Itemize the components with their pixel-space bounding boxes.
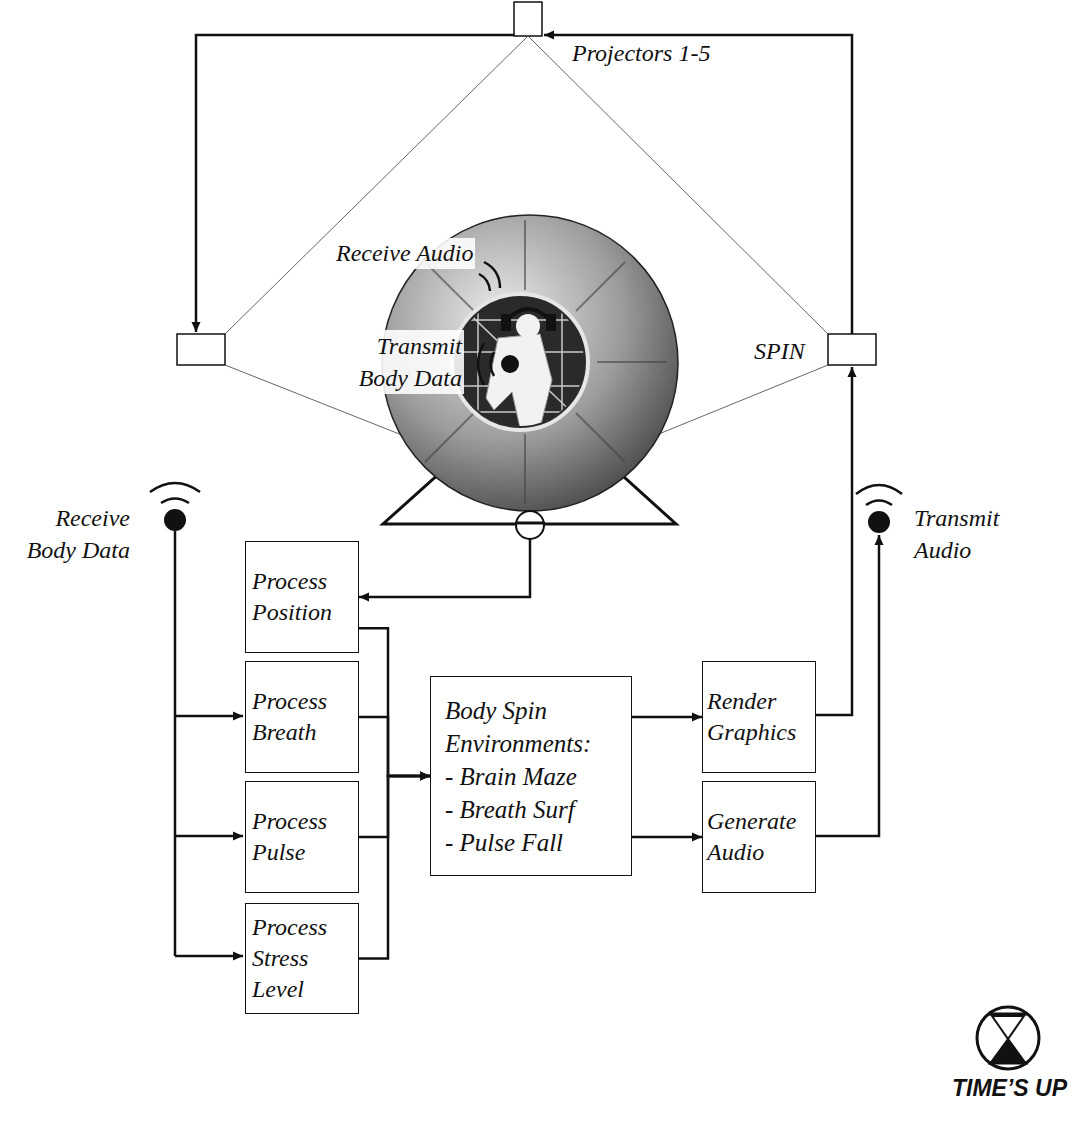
hourglass-bottom — [992, 1039, 1024, 1061]
receiver-dot — [164, 509, 186, 531]
headphone-cup — [501, 314, 511, 331]
logo-text: TIME’S UP — [952, 1074, 1067, 1102]
panel-rib — [524, 220, 526, 290]
panel-rib — [576, 413, 625, 462]
transmitter-dot — [868, 511, 890, 533]
diagram-label: Projectors 1-5 — [570, 38, 712, 69]
receive-wave — [479, 274, 490, 291]
flow-connector — [632, 716, 702, 719]
sensor-bar — [515, 522, 545, 525]
body-data-trunk — [174, 531, 177, 956]
diagram-label: Transmit Body Data — [342, 330, 464, 394]
diagram-label: Transmit Audio — [914, 502, 1032, 566]
headphone-cup — [546, 314, 556, 331]
receive-wave — [161, 499, 189, 504]
diagram-label: SPIN — [752, 336, 807, 367]
headphones — [505, 309, 552, 322]
flow-connector — [359, 776, 430, 959]
body-data-wire — [175, 955, 243, 958]
environment-box: Body Spin Environments:- Brain Maze- Bre… — [430, 676, 632, 876]
output-box: Render Graphics — [702, 661, 816, 773]
flow-connector — [632, 836, 702, 839]
logo-ring — [977, 1007, 1039, 1069]
box-text: - Breath Surf — [445, 793, 575, 826]
process-box: Process Pulse — [245, 781, 359, 893]
position-sensor — [516, 511, 544, 539]
box-text: Body Spin Environments: — [445, 694, 628, 760]
projector-box — [177, 334, 225, 365]
flow-connector — [359, 776, 430, 837]
box-text: Render Graphics — [707, 686, 812, 748]
rider-head — [516, 314, 540, 338]
panel-rib — [597, 361, 667, 363]
projector-wire — [196, 35, 514, 332]
box-text: Process Pulse — [252, 806, 355, 868]
projector-box — [514, 2, 542, 36]
diagram-label: Receive Audio — [334, 238, 475, 269]
flow-connector — [359, 628, 430, 776]
panel-rib — [524, 434, 526, 504]
signal-waves — [478, 262, 500, 385]
box-text: - Brain Maze — [445, 760, 577, 793]
box-text: Process Breath — [252, 686, 355, 748]
panel-rib — [576, 262, 625, 311]
position-wire — [359, 539, 530, 597]
rider-body — [486, 334, 552, 428]
transmit-wave — [491, 352, 495, 376]
panel-rib — [425, 413, 474, 462]
diagram-label: Receive Body Data — [12, 502, 130, 566]
box-text: - Pulse Fall — [445, 826, 563, 859]
transmit-wave — [866, 501, 892, 506]
cage-grid — [450, 290, 590, 430]
process-box: Process Stress Level — [245, 903, 359, 1014]
grid-line — [561, 290, 563, 430]
projector-box — [828, 334, 876, 365]
box-text: Process Stress Level — [252, 912, 355, 1005]
process-box: Process Breath — [245, 661, 359, 773]
transmit-wave — [478, 343, 484, 385]
receive-wave — [150, 483, 200, 492]
flow-connector — [359, 717, 430, 776]
body-sensor — [501, 355, 519, 373]
box-text: Generate Audio — [707, 806, 812, 868]
wires — [175, 35, 879, 956]
graphics-wire — [814, 367, 852, 715]
receive-wave — [484, 262, 500, 288]
transmit-wave — [856, 485, 902, 494]
panel-rib — [425, 262, 474, 311]
sphere-porthole — [452, 294, 588, 430]
body-data-wire — [175, 835, 243, 838]
projector-wire — [544, 35, 852, 334]
hourglass-top — [992, 1016, 1024, 1039]
output-box: Generate Audio — [702, 781, 816, 893]
body-data-wire — [175, 715, 243, 718]
box-text: Process Position — [252, 566, 355, 628]
rider-figure — [486, 314, 552, 428]
process-box: Process Position — [245, 541, 359, 653]
audio-wire — [814, 535, 879, 836]
